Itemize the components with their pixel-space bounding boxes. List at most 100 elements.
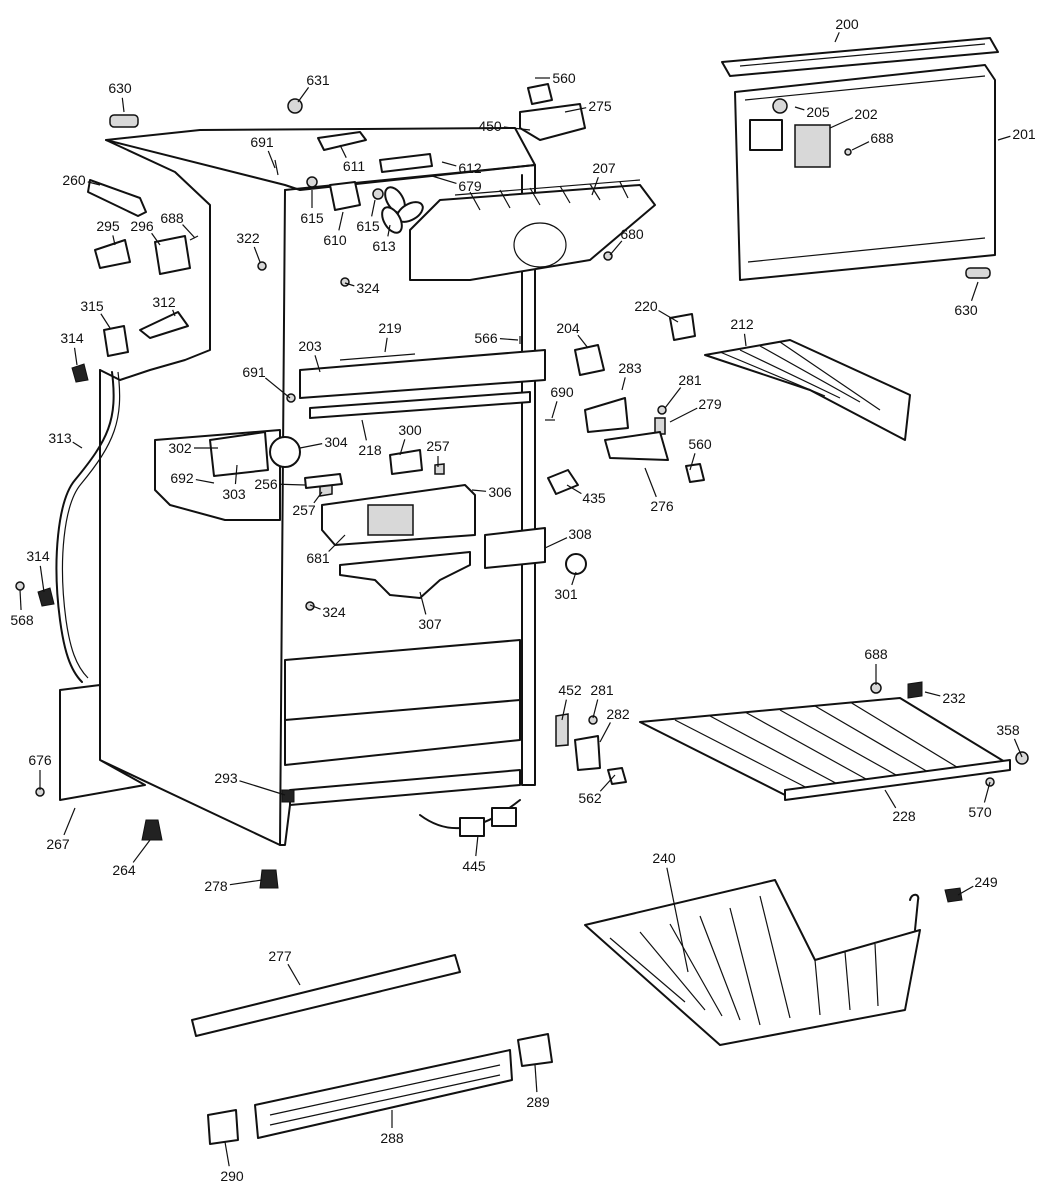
support-220	[669, 313, 696, 341]
part-label-676: 676	[28, 752, 52, 768]
drain-tube	[55, 371, 115, 683]
part-label-279: 279	[698, 396, 722, 412]
plug-630-right	[965, 267, 991, 279]
screw-568	[15, 581, 25, 591]
harness-445	[419, 799, 521, 837]
part-label-562: 562	[578, 790, 602, 806]
part-label-691: 691	[242, 364, 266, 380]
leader-line-304	[299, 443, 323, 449]
part-label-282: 282	[606, 706, 630, 722]
part-label-566: 566	[474, 330, 498, 346]
leader-line-279	[669, 407, 698, 423]
shelf-frame	[639, 697, 1011, 796]
leader-lines	[19, 32, 1023, 1167]
leader-line-300	[399, 439, 406, 456]
leader-line-202	[829, 117, 854, 129]
shelf-wires	[719, 341, 881, 411]
part-label-276: 276	[650, 498, 674, 514]
bracket-295	[94, 239, 131, 269]
leader-line-570	[983, 781, 991, 803]
part-label-219: 219	[378, 320, 402, 336]
knob-205	[772, 98, 788, 114]
leader-line-679	[431, 175, 457, 185]
part-label-570: 570	[968, 804, 992, 820]
leader-line-218	[361, 419, 367, 441]
part-label-690: 690	[550, 384, 574, 400]
bracket-204	[574, 344, 605, 376]
plug-630-left	[109, 114, 139, 128]
panel-window	[749, 119, 783, 151]
part-label-314: 314	[26, 548, 50, 564]
leader-line-232	[924, 691, 941, 697]
part-label-315: 315	[80, 298, 104, 314]
screw-688-panel	[844, 148, 852, 156]
shelf-trim	[784, 759, 1011, 801]
part-label-228: 228	[892, 808, 916, 824]
leader-line-203	[314, 355, 321, 373]
part-label-257: 257	[292, 502, 316, 518]
screw-560-top	[527, 83, 553, 105]
part-label-212: 212	[730, 316, 754, 332]
control-202	[794, 124, 831, 168]
leader-line-324	[344, 282, 355, 287]
shelf-wires	[674, 701, 966, 793]
leader-line-267	[63, 807, 76, 836]
leader-line-277	[287, 963, 301, 986]
housing-306	[321, 484, 476, 546]
evaporator-207	[409, 179, 656, 281]
part-label-203: 203	[298, 338, 322, 354]
basket-frame	[584, 879, 921, 1046]
leader-line-688	[182, 224, 196, 239]
leader-line-615	[371, 199, 376, 217]
leader-line-631	[297, 87, 310, 103]
leader-line-264	[132, 839, 151, 863]
knob-304	[269, 436, 301, 468]
leader-line-301	[571, 571, 577, 586]
part-label-452: 452	[558, 682, 582, 698]
part-label-630: 630	[108, 80, 132, 96]
part-label-207: 207	[592, 160, 616, 176]
leader-line-324	[309, 604, 321, 610]
part-label-220: 220	[634, 298, 658, 314]
screw-680	[603, 251, 613, 261]
tube-260	[87, 179, 147, 217]
leader-line-228	[884, 789, 897, 809]
control-302	[209, 431, 269, 477]
leader-line-312	[172, 309, 176, 317]
grille-288	[254, 1049, 513, 1139]
leader-line-681	[328, 534, 346, 552]
leader-line-281	[592, 699, 599, 719]
fitting-315	[103, 325, 129, 357]
shelf-frame	[704, 339, 911, 441]
hinge-282	[574, 735, 601, 771]
bracket-290	[207, 1109, 239, 1145]
leader-line-260	[87, 181, 101, 186]
leader-line-358	[1013, 738, 1023, 758]
part-label-314: 314	[60, 330, 84, 346]
part-label-295: 295	[96, 218, 120, 234]
clip-314-lower	[37, 587, 55, 607]
part-label-435: 435	[582, 490, 606, 506]
rail-277	[191, 954, 461, 1037]
leader-line-610	[338, 211, 344, 231]
motor-610	[329, 181, 361, 211]
leader-line-568	[19, 589, 22, 611]
part-label-611: 611	[343, 158, 366, 174]
part-label-249: 249	[974, 874, 998, 890]
part-label-303: 303	[222, 486, 246, 502]
part-label-631: 631	[306, 72, 330, 88]
connector	[491, 807, 517, 827]
cabinet-floor-line	[284, 699, 521, 721]
screw-691-lower	[286, 393, 296, 403]
leader-line-281	[664, 387, 682, 409]
leader-line-688	[851, 141, 870, 151]
top-grille-detail	[739, 43, 986, 67]
part-label-358: 358	[996, 722, 1020, 738]
leader-line-200	[834, 32, 840, 43]
part-label-680: 680	[620, 226, 644, 242]
shelf-212	[704, 339, 911, 441]
leader-line-691	[267, 150, 276, 169]
leader-line-612	[441, 161, 457, 167]
